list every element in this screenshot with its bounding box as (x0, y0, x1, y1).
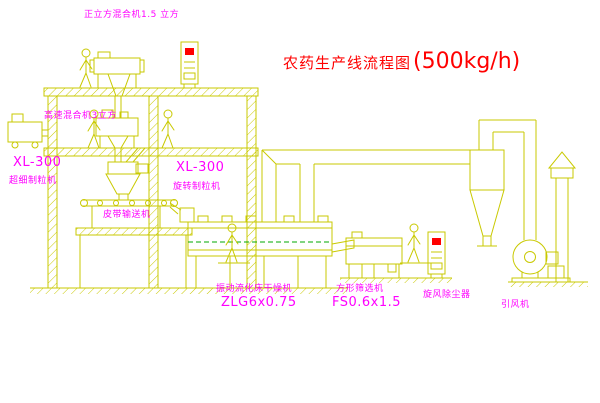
exhaust-duct (261, 149, 470, 222)
label-fine-granulator-name: 超细制粒机 (9, 176, 57, 186)
label-fine-granulator-model: XL-300 (13, 155, 62, 170)
exhaust-stack (547, 151, 577, 282)
label-belt-conveyor: 皮带输送机 (103, 210, 151, 220)
label-granulator-model: XL-300 (176, 160, 225, 175)
label-high-speed-mixer: 高速混合机3立方 (44, 111, 117, 121)
label-dryer-name: 振动流化床干燥机 (216, 284, 293, 294)
label-cube-mixer: 正立方混合机1.5 立方 (84, 10, 180, 20)
induced-draft-fan (511, 239, 571, 283)
fluid-bed-dryer (179, 207, 355, 288)
label-screen-model: FS0.6x1.5 (332, 295, 402, 310)
label-fan: 引风机 (501, 300, 530, 310)
rotating-granulator (105, 161, 149, 201)
label-granulator-name: 旋转制粒机 (173, 182, 221, 192)
ground (30, 262, 588, 294)
cube-mixer (89, 51, 145, 118)
operator-screen (407, 223, 421, 263)
square-screen (345, 231, 403, 278)
building-structure (43, 87, 259, 289)
fine-granulator (7, 113, 49, 149)
label-cyclone: 旋风除尘器 (423, 290, 471, 300)
operator-second-floor-right (161, 109, 175, 149)
drawing-title: 农药生产线流程图 (500kg/h) (283, 49, 520, 74)
cyclone-separator (469, 119, 537, 247)
page-title: 农药生产线流程图 (283, 54, 412, 72)
label-dryer-model: ZLG6x0.75 (221, 295, 297, 310)
control-panel-lower (427, 231, 446, 279)
label-screen-name: 方形筛选机 (336, 284, 384, 294)
control-panel-upper (180, 41, 199, 89)
belt-conveyor (80, 199, 182, 228)
title-capacity: (500kg/h) (413, 49, 521, 74)
high-speed-mixer (95, 109, 146, 163)
